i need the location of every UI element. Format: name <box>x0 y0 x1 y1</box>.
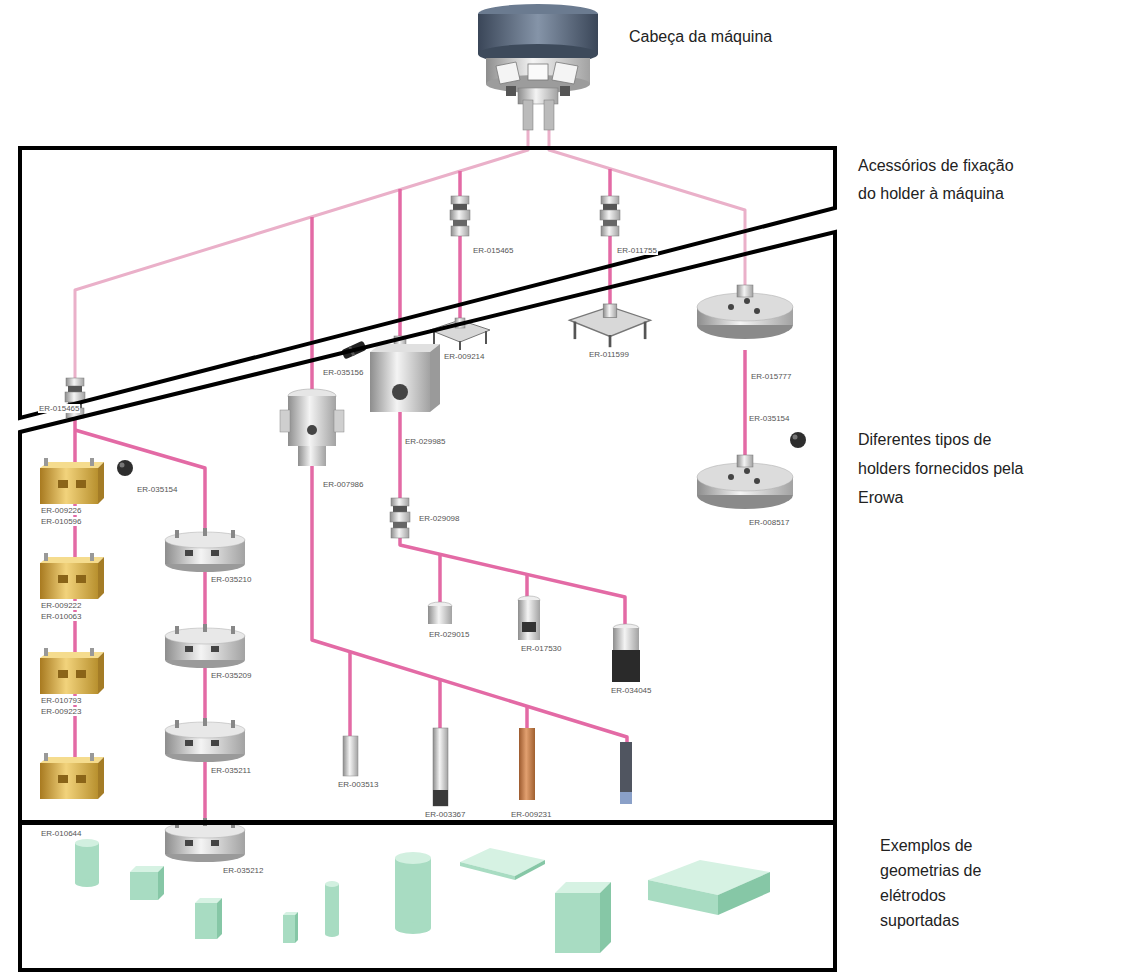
part-number: ER-015777 <box>750 372 792 381</box>
part-number: ER-010063 <box>40 612 82 621</box>
part-number: ER-009231 <box>510 810 552 819</box>
part-number: ER-010793 <box>40 696 82 705</box>
part-number: ER-008517 <box>748 518 790 527</box>
part-number: ER-029015 <box>428 630 470 639</box>
part-number: ER-003367 <box>424 810 466 819</box>
part-number: ER-015465 <box>472 246 514 255</box>
part-number: ER-035209 <box>210 671 252 680</box>
frame-outline <box>0 225 1121 830</box>
part-number: ER-029985 <box>404 437 446 446</box>
part-number: ER-035210 <box>210 575 252 584</box>
part-number: ER-035154 <box>136 485 178 494</box>
frame-region: Acessórios de fixação do holder à máquin… <box>0 140 1121 430</box>
part-number: ER-009222 <box>40 601 82 610</box>
part-number: ER-011599 <box>588 350 630 359</box>
part-number: ER-009226 <box>40 506 82 515</box>
electrode-geometries <box>75 839 770 953</box>
part-number: ER-011755 <box>616 246 658 255</box>
part-number: ER-035156 <box>322 368 364 377</box>
part-number: ER-017530 <box>520 644 562 653</box>
frame-region: Exemplos de geometrias de elétrodos supo… <box>0 815 1121 974</box>
frame-caption: Acessórios de fixação do holder à máquin… <box>858 152 1033 208</box>
part-number: ER-035211 <box>210 766 252 775</box>
frame-region: Diferentes tipos de holders fornecidos p… <box>0 225 1121 830</box>
part-number: ER-015465 <box>38 404 80 413</box>
part-number: ER-010596 <box>40 517 82 526</box>
pink-links <box>75 130 745 824</box>
part-number: ER-035212 <box>222 866 264 875</box>
part-number: ER-007986 <box>322 480 364 489</box>
part-number: ER-009223 <box>40 707 82 716</box>
machine-head <box>478 4 598 130</box>
part-number: ER-034045 <box>610 686 652 695</box>
part-number: ER-029098 <box>418 514 460 523</box>
part-number: ER-003513 <box>337 780 379 789</box>
frame-outline <box>0 140 1121 430</box>
component-title: Cabeça da máquina <box>628 28 773 46</box>
part-number: ER-010644 <box>40 829 82 838</box>
holder-parts <box>40 196 806 862</box>
part-number: ER-035154 <box>748 414 790 423</box>
part-number: ER-009214 <box>443 352 485 361</box>
frame-caption: Exemplos de geometrias de elétrodos supo… <box>880 833 1005 933</box>
frame-caption: Diferentes tipos de holders fornecidos p… <box>858 425 1043 512</box>
